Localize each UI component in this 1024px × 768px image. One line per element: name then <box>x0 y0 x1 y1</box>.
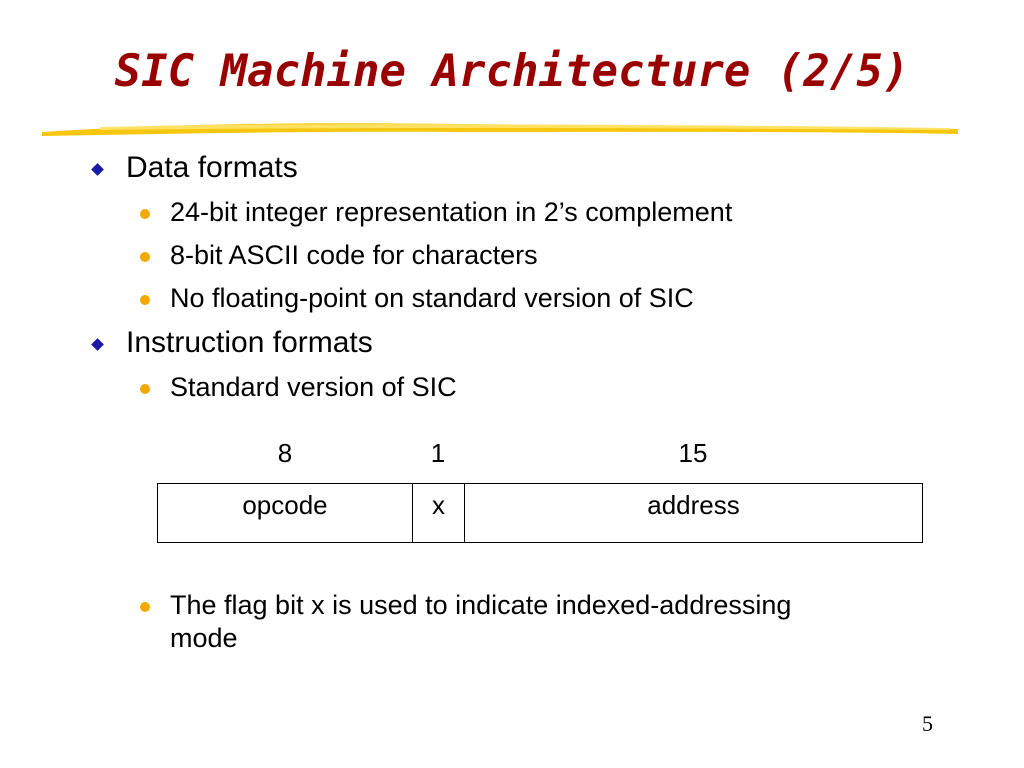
sub-bullet-label: Standard version of SIC <box>170 372 457 402</box>
dot-bullet-icon <box>140 252 150 262</box>
title-underline-brush <box>42 123 958 136</box>
bit-width-x: 1 <box>430 438 446 468</box>
slide-title: SIC Machine Architecture (2/5) <box>114 46 910 97</box>
sub-bullet-integer: 24-bit integer representation in 2’s com… <box>138 196 732 229</box>
diamond-bullet-icon <box>91 338 104 351</box>
page-number: 5 <box>922 711 933 736</box>
bullet-data-formats: Data formats <box>90 151 298 185</box>
field-x: x <box>413 484 465 542</box>
bullet-label: Instruction formats <box>126 326 373 359</box>
sub-bullet-label: The flag bit x is used to indicate index… <box>170 590 792 653</box>
bit-width-opcode: 8 <box>277 438 293 468</box>
dot-bullet-icon <box>140 209 150 219</box>
sub-bullet-ascii: 8-bit ASCII code for characters <box>138 239 538 272</box>
sub-bullet-flag-bit: The flag bit x is used to indicate index… <box>138 589 810 655</box>
sub-bullet-label: 8-bit ASCII code for characters <box>170 240 538 270</box>
underline-highlight <box>100 124 950 130</box>
bullet-label: Data formats <box>126 151 298 184</box>
diamond-bullet-icon <box>91 163 104 176</box>
field-opcode: opcode <box>158 484 413 542</box>
dot-bullet-icon <box>140 602 150 612</box>
instruction-format-diagram: opcode x address <box>157 483 923 543</box>
field-address: address <box>647 490 740 520</box>
sub-bullet-standard-version: Standard version of SIC <box>138 371 457 404</box>
bit-width-address: 15 <box>678 438 708 468</box>
dot-bullet-icon <box>140 295 150 305</box>
dot-bullet-icon <box>140 384 150 394</box>
sub-bullet-floating-point: No floating-point on standard version of… <box>138 282 694 315</box>
sub-bullet-label: No floating-point on standard version of… <box>170 283 694 313</box>
bullet-instruction-formats: Instruction formats <box>90 326 373 360</box>
sub-bullet-label: 24-bit integer representation in 2’s com… <box>170 197 733 227</box>
